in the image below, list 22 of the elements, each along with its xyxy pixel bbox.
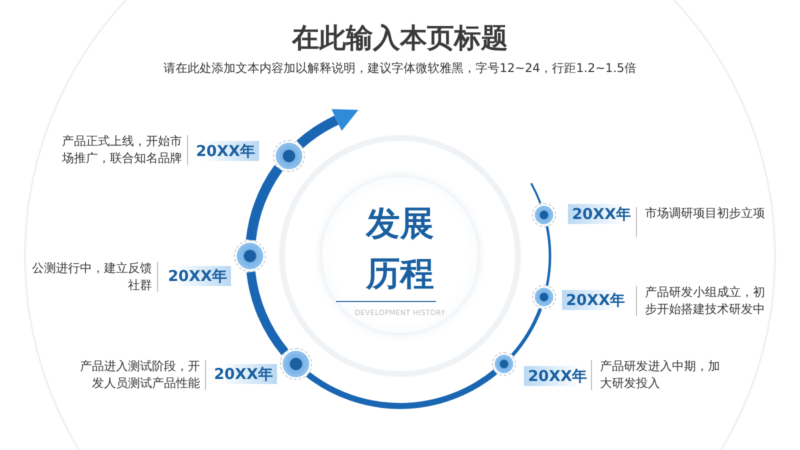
milestone-description: 产品研发小组成立，初步开始搭建技术研发中 bbox=[645, 284, 766, 318]
subtitle-text: 请在此处添加文本内容加以解释说明，建议字体微软雅黑，字号12~24，行距1.2~1.5倍 bbox=[162, 60, 638, 77]
timeline-arc bbox=[246, 271, 289, 355]
timeline-dot bbox=[234, 240, 266, 272]
milestone-description: 产品研发进入中期，加大研发投入 bbox=[600, 358, 721, 392]
timeline-dot bbox=[272, 140, 305, 172]
center-heading: 发展历程 bbox=[364, 203, 435, 296]
milestone-description: 产品进入测试阶段，开发人员测试产品性能 bbox=[79, 358, 200, 392]
timeline-arc bbox=[546, 226, 552, 286]
timeline-dot bbox=[280, 348, 312, 380]
timeline-arrow bbox=[296, 109, 358, 148]
milestone-description: 市场调研项目初步立项 bbox=[645, 205, 766, 222]
milestone-description: 产品正式上线，开始市场推广，联合知名品牌 bbox=[61, 133, 182, 167]
page-title: 在此输入本页标题 bbox=[290, 22, 509, 56]
timeline-arc bbox=[246, 165, 283, 241]
timeline-arc bbox=[306, 369, 497, 409]
timeline-dot bbox=[492, 352, 516, 376]
timeline-dot bbox=[532, 285, 556, 310]
timeline-arc bbox=[530, 182, 542, 204]
timeline-arc bbox=[511, 308, 542, 356]
timeline-dot bbox=[532, 202, 556, 227]
milestone-description: 公测进行中，建立反馈社群 bbox=[31, 260, 152, 294]
